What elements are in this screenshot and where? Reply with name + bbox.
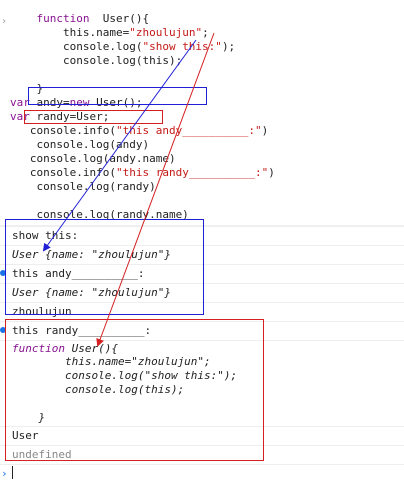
console-text: User <box>12 429 39 442</box>
console-text: undefined <box>12 448 72 461</box>
code-line-6: } <box>10 82 44 95</box>
function-line: this.name="zhoulujun"; <box>12 355 211 368</box>
text-cursor <box>12 466 13 479</box>
function-line: function User(){ <box>12 342 118 355</box>
code-line-2: this.name="zhoulujun"; <box>10 26 209 39</box>
code-line-12: console.info("this randy__________:") <box>10 166 275 179</box>
code-line-3: console.log("show this:"); <box>10 40 236 53</box>
prompt-icon: › <box>1 467 8 480</box>
red-highlight-box <box>24 110 163 124</box>
code-line-13: console.log(randy) <box>10 180 156 193</box>
chevron-right-icon: › <box>1 16 8 27</box>
code-line-1: function User(){ <box>36 12 150 25</box>
code-line-11: console.log(andy.name) <box>10 152 176 165</box>
info-icon <box>0 270 6 276</box>
blue-output-box <box>5 219 204 315</box>
console-input[interactable]: › <box>0 464 404 488</box>
code-line-10: console.log(andy) <box>10 138 150 151</box>
blue-highlight-box <box>28 87 207 105</box>
red-output-box <box>5 319 264 461</box>
info-icon <box>0 327 6 333</box>
console-return-value: undefined <box>0 445 404 465</box>
function-line: console.log("show this:"); <box>12 369 238 382</box>
console-message-randy-name: User <box>0 426 404 446</box>
function-line: console.log(this); <box>12 383 185 396</box>
function-line: } <box>12 411 46 424</box>
code-line-4: console.log(this); <box>10 54 183 67</box>
code-line-9: console.info("this andy__________:") <box>10 124 269 137</box>
